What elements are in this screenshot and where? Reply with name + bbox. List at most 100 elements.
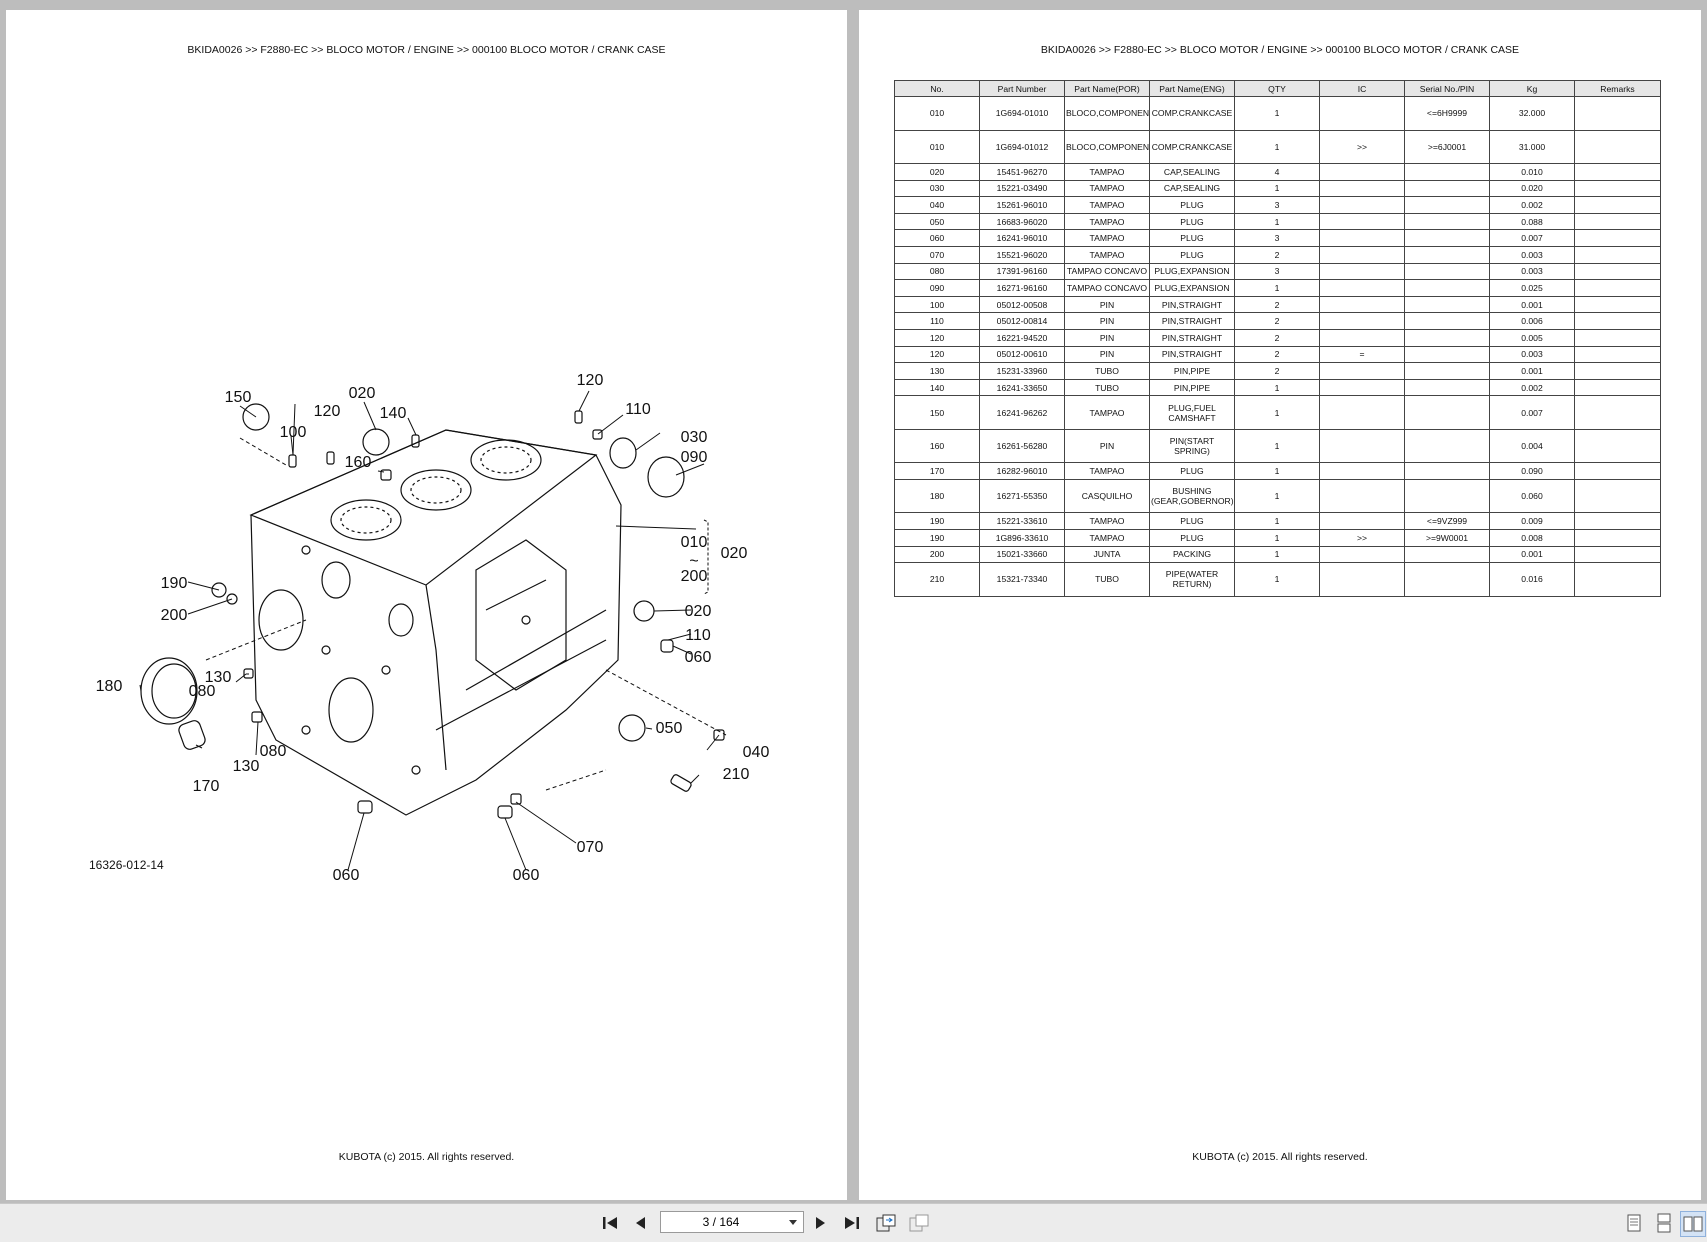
table-cell: 17391-96160: [979, 262, 1065, 281]
single-page-view-icon[interactable]: [1622, 1211, 1646, 1235]
fit-width-icon[interactable]: [907, 1211, 931, 1235]
table-cell: 16241-96010: [979, 229, 1065, 247]
table-cell: [1574, 362, 1661, 380]
table-cell: 32.000: [1489, 96, 1575, 131]
table-cell: CAP,SEALING: [1149, 163, 1235, 181]
page-footer-left: KUBOTA (c) 2015. All rights reserved.: [338, 1151, 515, 1163]
callout-number: 200: [681, 568, 708, 585]
callout-number: 020: [721, 545, 748, 562]
table-cell: [1574, 96, 1661, 131]
table-cell: PIN,PIPE: [1149, 362, 1235, 380]
table-cell: >>: [1319, 529, 1405, 547]
table-cell: 0.007: [1489, 395, 1575, 430]
table-cell: 0.003: [1489, 245, 1575, 264]
table-cell: PIN,STRAIGHT: [1149, 328, 1235, 347]
chevron-down-icon[interactable]: [789, 1220, 797, 1225]
next-page-icon[interactable]: [809, 1211, 833, 1235]
page-footer-right: KUBOTA (c) 2015. All rights reserved.: [1192, 1151, 1368, 1163]
table-cell: 2: [1234, 312, 1320, 330]
table-cell: 0.016: [1489, 562, 1575, 597]
column-header: Serial No./PIN: [1404, 80, 1490, 97]
table-cell: 3: [1234, 196, 1320, 214]
table-cell: COMP.CRANKCASE: [1149, 129, 1235, 164]
table-cell: 030: [894, 179, 980, 198]
callout-number: 110: [625, 401, 651, 418]
table-cell: PIPE(WATER RETURN): [1149, 562, 1235, 597]
callout-number: 130: [205, 669, 232, 686]
table-cell: 2: [1234, 362, 1320, 380]
table-cell: 1: [1234, 529, 1320, 547]
table-cell: 120: [894, 328, 980, 347]
table-cell: 1G694-01012: [979, 129, 1065, 164]
table-cell: [1574, 545, 1661, 564]
table-cell: =: [1319, 345, 1405, 364]
two-page-view-icon[interactable]: [1680, 1211, 1706, 1237]
table-cell: 0.025: [1489, 279, 1575, 297]
table-cell: JUNTA: [1064, 545, 1150, 564]
table-cell: 15521-96020: [979, 245, 1065, 264]
table-cell: [1319, 279, 1405, 297]
table-cell: 020: [894, 163, 980, 181]
table-cell: PIN: [1064, 328, 1150, 347]
table-cell: 210: [894, 562, 980, 597]
table-cell: [1574, 512, 1661, 530]
table-cell: TAMPAO: [1064, 245, 1150, 264]
table-cell: PIN,PIPE: [1149, 378, 1235, 397]
callout-number: 180: [96, 678, 123, 695]
table-cell: [1574, 428, 1661, 464]
table-cell: 16221-94520: [979, 328, 1065, 347]
table-cell: 150: [894, 395, 980, 430]
table-cell: 0.006: [1489, 312, 1575, 330]
column-header: Remarks: [1574, 80, 1661, 97]
table-cell: TUBO: [1064, 378, 1150, 397]
table-cell: 15021-33660: [979, 545, 1065, 564]
table-cell: PLUG,EXPANSION: [1149, 279, 1235, 297]
page-number-input[interactable]: [661, 1212, 781, 1232]
callout-number: 170: [193, 778, 220, 795]
table-cell: PIN,STRAIGHT: [1149, 295, 1235, 314]
table-cell: 200: [894, 545, 980, 564]
table-cell: TAMPAO: [1064, 512, 1150, 530]
table-cell: 060: [894, 229, 980, 247]
table-cell: BLOCO,COMPONENTE: [1064, 129, 1150, 164]
table-cell: 090: [894, 279, 980, 297]
continuous-view-icon[interactable]: [1652, 1211, 1676, 1235]
table-cell: 1: [1234, 562, 1320, 597]
table-cell: 05012-00610: [979, 345, 1065, 364]
table-cell: 0.001: [1489, 295, 1575, 314]
table-cell: [1404, 328, 1490, 347]
first-page-icon[interactable]: [598, 1211, 622, 1235]
table-cell: 0.008: [1489, 529, 1575, 547]
table-cell: TAMPAO CONCAVO: [1064, 262, 1150, 281]
table-cell: TUBO: [1064, 562, 1150, 597]
table-cell: 070: [894, 245, 980, 264]
table-cell: [1404, 395, 1490, 430]
table-cell: 190: [894, 512, 980, 530]
table-cell: 0.002: [1489, 378, 1575, 397]
table-cell: 2: [1234, 328, 1320, 347]
fit-page-icon[interactable]: [874, 1211, 898, 1235]
table-cell: >=6J0001: [1404, 129, 1490, 164]
table-cell: 140: [894, 378, 980, 397]
page-header-left: BKIDA0026 >> F2880-EC >> BLOCO MOTOR / E…: [187, 44, 666, 56]
table-cell: [1404, 545, 1490, 564]
table-cell: [1404, 428, 1490, 464]
table-cell: [1319, 196, 1405, 214]
last-page-icon[interactable]: [840, 1211, 864, 1235]
callout-number: 190: [161, 575, 188, 592]
page-number-box[interactable]: [660, 1211, 804, 1233]
table-cell: PIN: [1064, 312, 1150, 330]
figure-id: 16326-012-14: [89, 858, 164, 872]
prev-page-icon[interactable]: [628, 1211, 652, 1235]
table-cell: 160: [894, 428, 980, 464]
